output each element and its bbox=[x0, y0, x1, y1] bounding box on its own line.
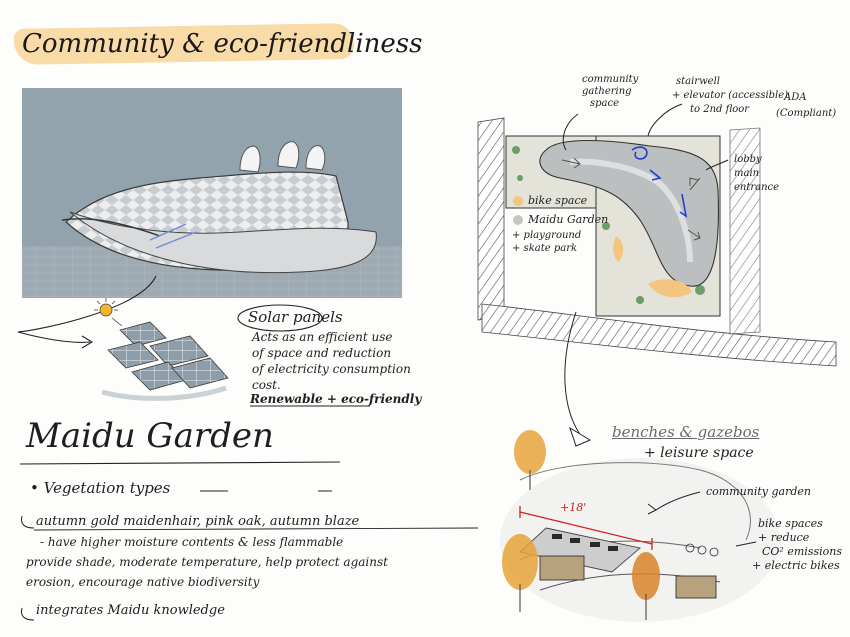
solar-desc-line: cost. bbox=[252, 378, 281, 392]
tree-icon bbox=[514, 430, 546, 490]
legend-extra: + skate park bbox=[512, 243, 578, 254]
callout-gathering: space bbox=[590, 98, 620, 109]
plant-name: pink oak bbox=[205, 514, 262, 529]
bike-note: + electric bikes bbox=[752, 559, 840, 572]
garden-heading: Maidu Garden bbox=[26, 416, 274, 456]
page-title: Community & eco-friendliness bbox=[22, 29, 423, 59]
perspective-sketch bbox=[500, 430, 780, 622]
solar-pointer-line bbox=[17, 275, 157, 343]
callout-lobby: main bbox=[734, 168, 760, 179]
solar-desc-line: Acts as an efficient use bbox=[252, 330, 393, 344]
garden-knowledge: integrates Maidu knowledge bbox=[36, 603, 225, 618]
legend-bike-label: bike space bbox=[528, 194, 588, 207]
knowledge-arrow bbox=[21, 607, 35, 621]
solar-desc-line: of electricity consumption bbox=[252, 362, 411, 376]
callout-ada: ADA bbox=[784, 92, 807, 103]
garden-detail-line: provide shade, moderate temperature, hel… bbox=[26, 555, 388, 569]
solar-heading-oval bbox=[237, 304, 323, 332]
community-garden-label: community garden bbox=[706, 485, 811, 498]
callout-ada: (Compliant) bbox=[776, 108, 837, 119]
solar-heading: Solar panels bbox=[248, 308, 343, 326]
dimension-label: +18' bbox=[560, 501, 587, 514]
callout-stairwell: stairwell bbox=[676, 76, 720, 87]
callout-gathering: gathering bbox=[582, 86, 632, 97]
tree-icon bbox=[502, 534, 538, 612]
tagline-renewable: Renewable bbox=[250, 392, 323, 406]
legend-garden-swatch bbox=[513, 215, 523, 225]
plants-arrow bbox=[21, 515, 35, 529]
plant-list: autumn gold maidenhair, pink oak, autumn… bbox=[36, 514, 360, 529]
legend-bike-swatch bbox=[513, 196, 523, 206]
garden-heading-underline bbox=[19, 461, 341, 465]
render-frame bbox=[22, 88, 402, 298]
plants-underline bbox=[33, 527, 479, 531]
benches-heading: benches & gazebos bbox=[612, 423, 760, 441]
garden-detail-line: - have higher moisture contents & less f… bbox=[40, 535, 344, 549]
garden-detail-line: erosion, encourage native biodiversity bbox=[26, 575, 260, 589]
legend-extra: + playground bbox=[512, 230, 582, 241]
bike-note: + reduce bbox=[758, 531, 810, 544]
plant-name: autumn blaze bbox=[269, 514, 360, 529]
solar-panels-icon bbox=[101, 321, 229, 401]
plant-name: autumn gold maidenhair bbox=[36, 514, 198, 529]
callout-stairwell: + elevator (accessible) bbox=[672, 90, 789, 101]
callout-lobby: lobby bbox=[734, 154, 762, 165]
leisure-heading: + leisure space bbox=[644, 445, 754, 461]
bike-note: CO² emissions bbox=[762, 545, 842, 558]
tagline-eco: + eco-friendly bbox=[326, 392, 422, 406]
solar-tagline: Renewable + eco-friendly bbox=[250, 392, 422, 406]
legend-garden-label: Maidu Garden bbox=[528, 213, 609, 226]
tree-icon bbox=[632, 552, 660, 620]
bike-note: bike spaces bbox=[758, 517, 823, 530]
vegetation-bullet: • Vegetation types bbox=[30, 479, 171, 497]
vegetation-label: Vegetation types bbox=[43, 479, 171, 497]
callout-stairwell: to 2nd floor bbox=[690, 104, 750, 115]
site-plan bbox=[477, 103, 837, 447]
callout-gathering: community bbox=[582, 74, 639, 85]
callout-lobby: entrance bbox=[734, 182, 780, 193]
solar-desc-line: of space and reduction bbox=[252, 346, 392, 360]
sun-icon bbox=[94, 298, 123, 327]
